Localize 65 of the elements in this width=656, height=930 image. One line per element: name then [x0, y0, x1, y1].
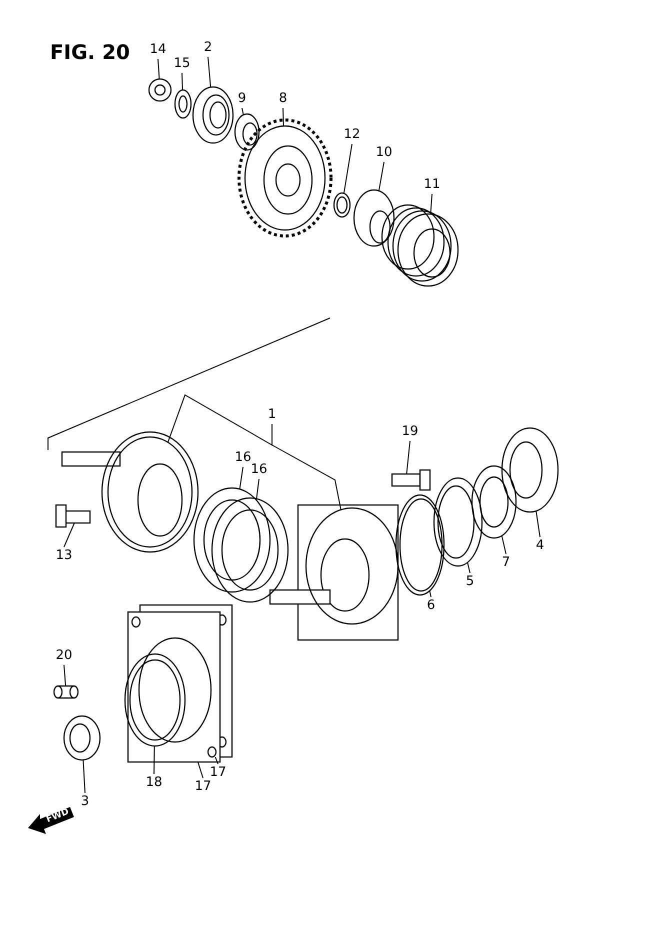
- ring-nut-drawing: [501, 427, 559, 513]
- bolt-drawing: [55, 504, 91, 528]
- leader-line: [214, 756, 218, 764]
- callout-number: 6: [419, 598, 443, 614]
- leader-line: [154, 746, 155, 774]
- callout-number: 5: [458, 574, 482, 590]
- callout-number: 9: [230, 91, 254, 107]
- callout-number: 3: [73, 794, 97, 810]
- leader-line: [158, 58, 160, 80]
- callout-number: 17: [191, 779, 215, 795]
- leader-line: [501, 535, 506, 554]
- callout-number: 18: [142, 775, 166, 791]
- callout-number: 14: [146, 42, 170, 58]
- callout-number: 13: [52, 548, 76, 564]
- leader-line: [82, 760, 86, 794]
- callout-number: 17: [206, 765, 230, 781]
- bolt-drawing: [391, 469, 431, 491]
- callout-number: 20: [52, 648, 76, 664]
- leader-line: [182, 72, 183, 90]
- leader-line: [536, 510, 540, 538]
- callout-number: 1: [260, 407, 284, 423]
- callout-number: 10: [372, 145, 396, 161]
- o-ring-drawing: [395, 494, 445, 596]
- leader-line: [272, 424, 342, 510]
- leader-line: [197, 762, 204, 778]
- dowel-pin-drawing: [53, 685, 79, 699]
- callout-number: 12: [340, 127, 364, 143]
- leader-line: [256, 478, 260, 500]
- leader-line: [429, 590, 432, 598]
- leader-line: [208, 56, 212, 88]
- leader-line: [239, 466, 244, 490]
- leader-line: [378, 162, 384, 192]
- oil-seal-drawing: [433, 477, 483, 567]
- figure-title: FIG. 20: [50, 40, 130, 64]
- callout-number: 4: [528, 538, 552, 554]
- leader-line: [467, 562, 470, 574]
- bearing-drawing: [471, 465, 517, 539]
- callout-number: 11: [420, 177, 444, 193]
- gasket-drawing: [193, 487, 271, 593]
- leader-line: [167, 394, 272, 446]
- nut-drawing: [148, 78, 172, 102]
- callout-number: 16: [247, 462, 271, 478]
- gear-drawing: [238, 118, 332, 238]
- cover-drawing: [127, 611, 221, 763]
- leader-line: [64, 664, 66, 686]
- callout-number: 8: [271, 91, 295, 107]
- leader-line: [406, 440, 410, 474]
- bearing-drawing: [63, 715, 101, 761]
- callout-number: 2: [196, 40, 220, 56]
- leader-line: [242, 108, 244, 116]
- callout-number: 19: [398, 424, 422, 440]
- leader-line: [430, 194, 432, 215]
- spring-drawing: [381, 204, 459, 287]
- leader-line: [282, 108, 284, 126]
- housing-drawing: [269, 504, 399, 641]
- leader-line: [343, 144, 352, 194]
- gasket-drawing: [211, 497, 289, 603]
- spacer-drawing: [234, 113, 260, 151]
- callout-number: 7: [494, 555, 518, 571]
- leader-line: [64, 522, 75, 548]
- cam-drawing: [353, 189, 395, 247]
- bearing-drawing: [192, 86, 234, 144]
- circlip-drawing: [333, 192, 351, 218]
- washer-drawing: [174, 89, 192, 119]
- callout-number: 15: [170, 56, 194, 72]
